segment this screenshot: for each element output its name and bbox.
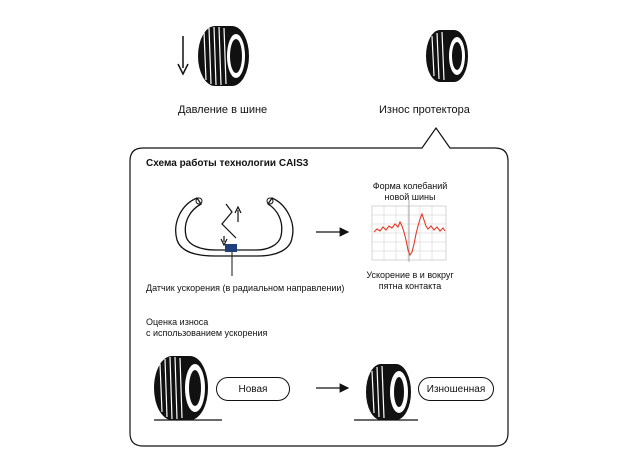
tire-cross-section	[175, 197, 294, 257]
new-tire-label: Новая	[238, 383, 268, 395]
sensor-label: Датчик ускорения (в радиальном направлен…	[146, 283, 345, 293]
radial-acceleration-zigzag-icon	[220, 203, 242, 247]
wear-label: Износ протектора	[379, 104, 470, 116]
tire-wear-icon	[426, 30, 468, 82]
waveform-caption: Ускорение в и вокруг пятна контакта	[366, 270, 454, 291]
waveform-title: Форма колебаний новой шины	[372, 181, 448, 202]
estimation-label: Оценка износа с использованием ускорения	[146, 317, 268, 338]
waveform-chart	[371, 200, 447, 262]
worn-tire-label: Изношенная	[426, 383, 486, 395]
panel-title: Схема работы технологии CAIS3	[146, 158, 309, 169]
tire-new-icon	[154, 356, 208, 420]
acceleration-sensor	[225, 244, 237, 252]
pressure-label: Давление в шине	[178, 104, 268, 116]
tire-worn-icon	[366, 364, 411, 420]
pressure-down-arrow-icon	[177, 36, 189, 76]
new-tire-pill: Новая	[216, 377, 290, 401]
tire-pressure-icon	[198, 26, 249, 86]
worn-tire-pill: Изношенная	[418, 377, 494, 401]
waveform-line	[373, 212, 446, 257]
